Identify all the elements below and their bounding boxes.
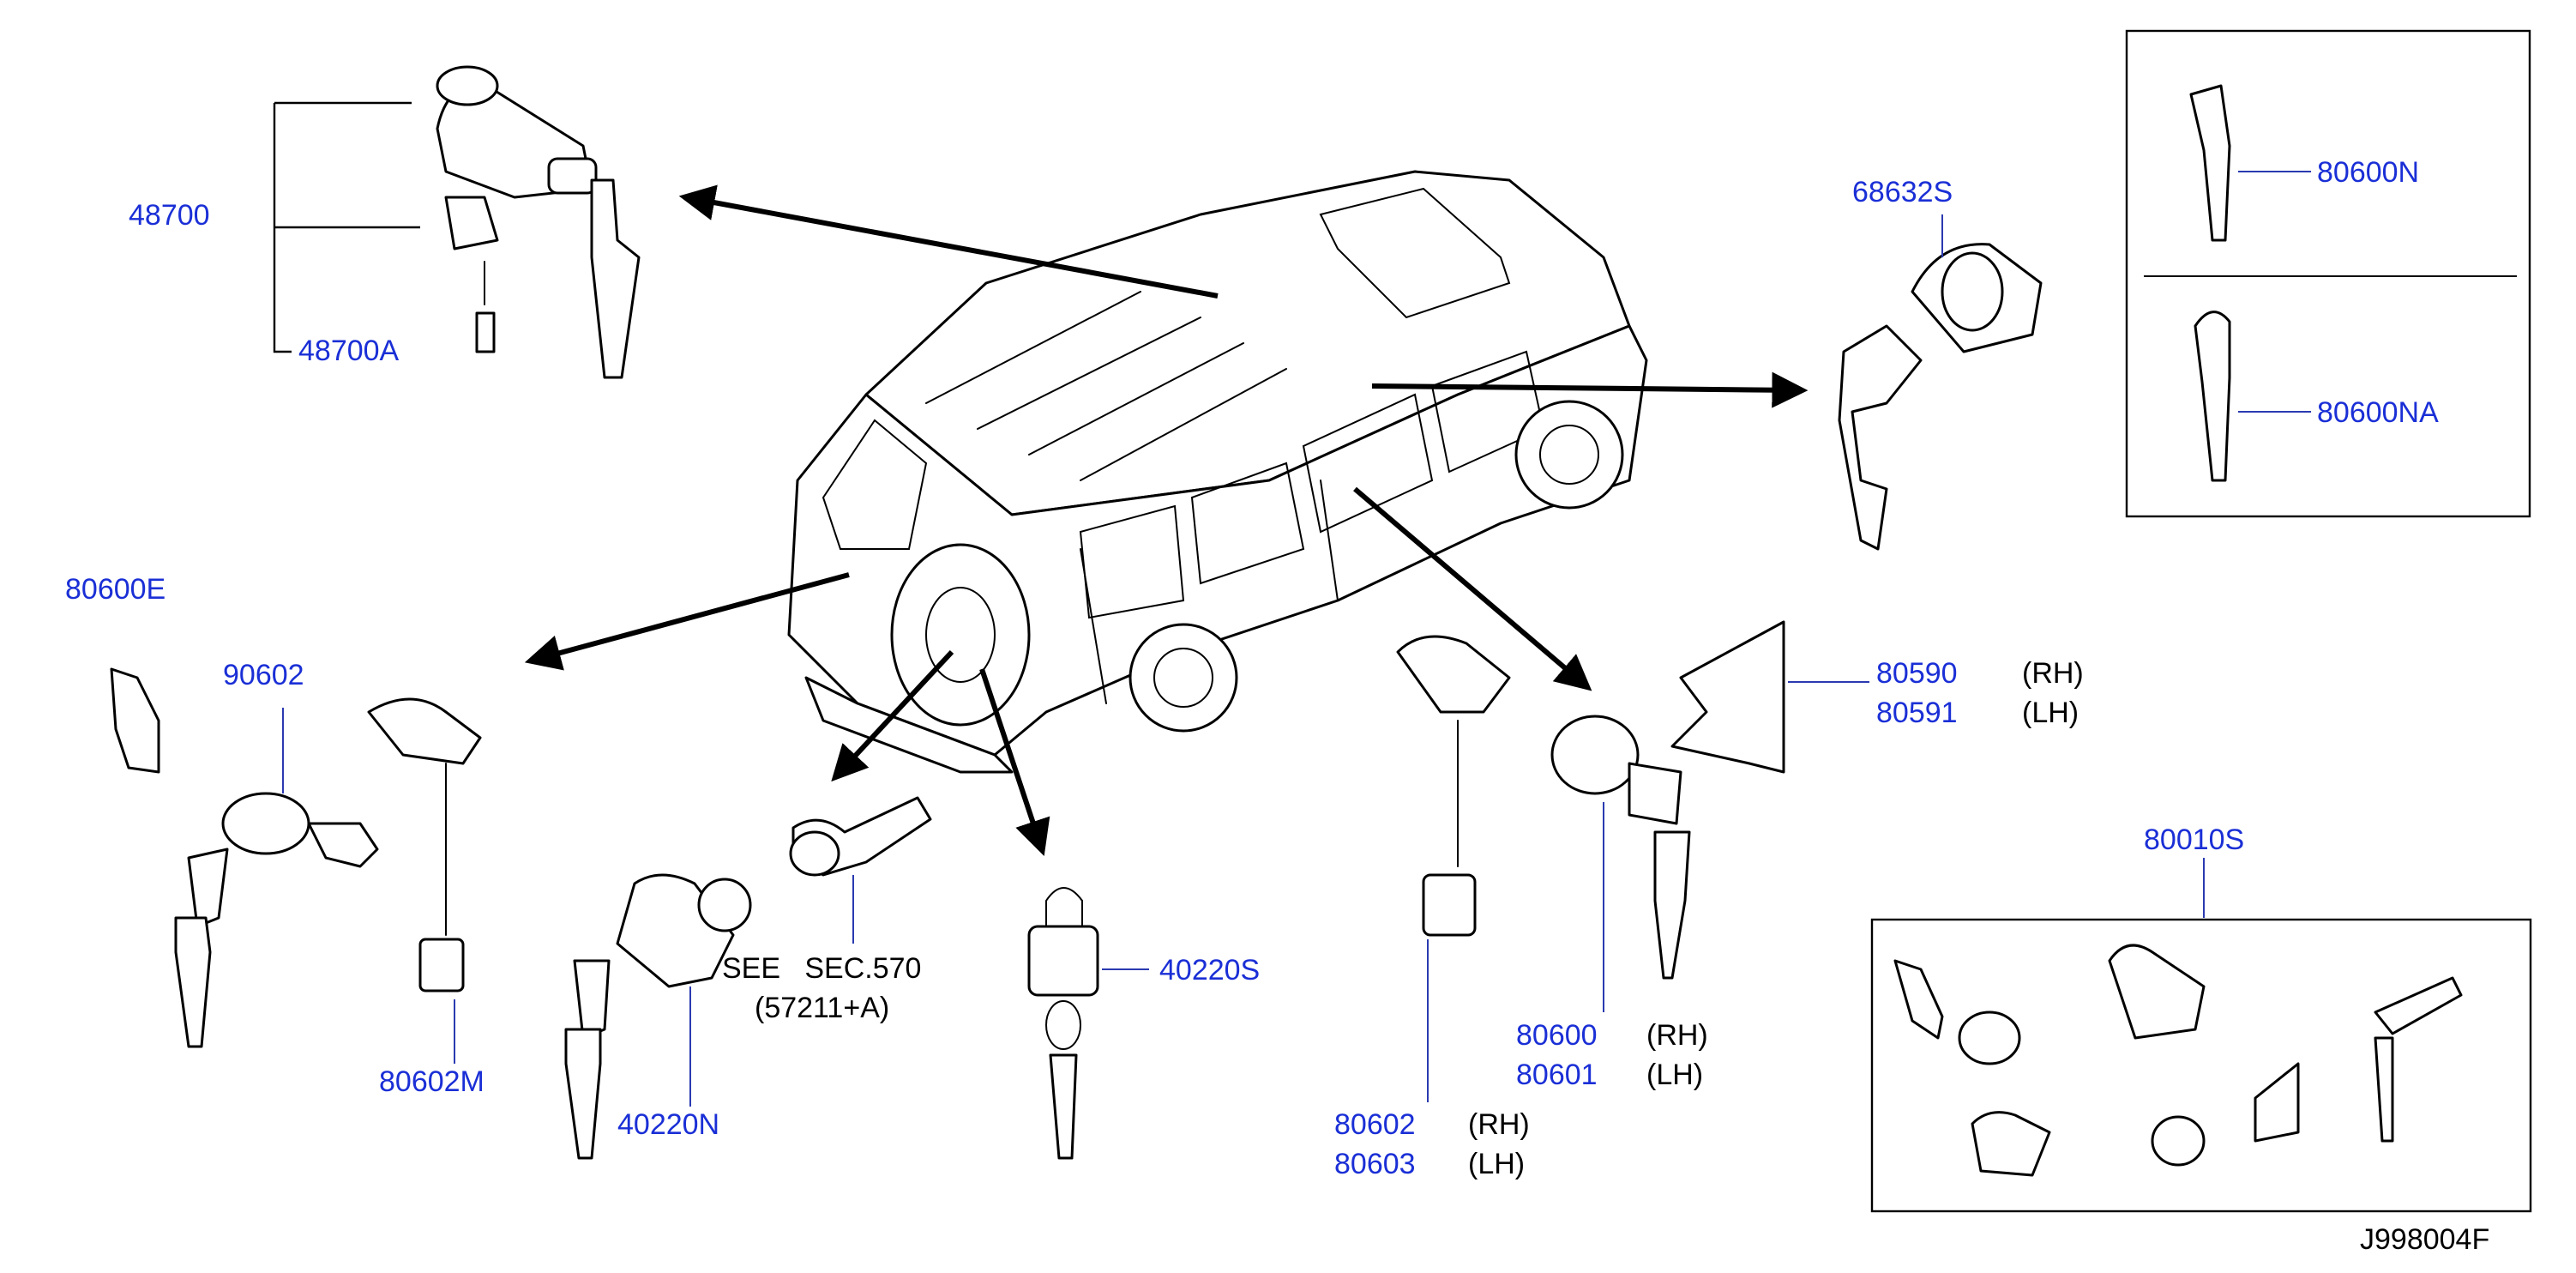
see-section-subnote: (57211+A) bbox=[755, 992, 889, 1024]
callout-80600E: 80600E bbox=[65, 573, 166, 606]
callout-68632S: 68632S bbox=[1852, 176, 1953, 208]
arrow-to-80600E bbox=[524, 572, 850, 671]
callout-40220S: 40220S bbox=[1159, 954, 1260, 986]
see-section-note: SEE SEC.570 bbox=[722, 952, 921, 985]
callout-80010S: 80010S bbox=[2144, 824, 2244, 856]
callout-80600NA: 80600NA bbox=[2317, 396, 2439, 429]
callout-80601: 80601 bbox=[1516, 1059, 1598, 1091]
steering-lock-assembly bbox=[436, 65, 641, 379]
arrow-to-48700 bbox=[678, 184, 1219, 299]
side-note-rh-80590: (RH) bbox=[2022, 657, 2084, 690]
side-note-rh-80602: (RH) bbox=[1468, 1108, 1530, 1141]
bracket-48700 bbox=[273, 101, 420, 353]
callout-48700: 48700 bbox=[129, 199, 210, 232]
spare-tire-lock bbox=[789, 796, 932, 877]
callout-80600N: 80600N bbox=[2317, 156, 2419, 189]
side-note-lh-80603: (LH) bbox=[1468, 1148, 1525, 1180]
side-note-lh-80591: (LH) bbox=[2022, 697, 2079, 729]
back-door-lock-parts bbox=[110, 667, 482, 1048]
kit-box bbox=[1870, 918, 2532, 1213]
arrow-to-40220S bbox=[979, 668, 1050, 856]
kit-parts bbox=[1893, 944, 2463, 1177]
callout-80600: 80600 bbox=[1516, 1019, 1598, 1052]
pointer-arrows bbox=[524, 184, 1809, 856]
arrow-to-68632S bbox=[1371, 371, 1809, 408]
callout-48700A: 48700A bbox=[298, 335, 400, 367]
cylinder-40220N bbox=[564, 873, 752, 1160]
vehicle-illustration bbox=[787, 170, 1648, 774]
side-note-rh-80600: (RH) bbox=[1646, 1019, 1708, 1052]
callout-80590: 80590 bbox=[1876, 657, 1958, 690]
keys-box bbox=[2125, 29, 2531, 518]
callout-80602: 80602 bbox=[1334, 1108, 1416, 1141]
glove-box-lock bbox=[1838, 243, 2043, 551]
padlock-40220S bbox=[1027, 887, 1099, 1160]
callout-90602: 90602 bbox=[223, 659, 304, 691]
callout-80603: 80603 bbox=[1334, 1148, 1416, 1180]
door-lock-rod bbox=[1396, 635, 1511, 937]
figure-id: J998004F bbox=[2360, 1223, 2489, 1256]
callout-80602M: 80602M bbox=[379, 1065, 485, 1098]
key-80600N bbox=[2189, 84, 2231, 242]
door-cylinder bbox=[1550, 715, 1691, 980]
arrow-to-see-sec bbox=[831, 649, 954, 782]
callout-40220N: 40220N bbox=[617, 1108, 719, 1141]
callout-80591: 80591 bbox=[1876, 697, 1958, 729]
key-80600NA bbox=[2194, 311, 2231, 482]
side-note-lh-80601: (LH) bbox=[1646, 1059, 1703, 1091]
lock-bracket bbox=[1670, 620, 1785, 774]
arrow-to-80590 bbox=[1353, 486, 1592, 691]
